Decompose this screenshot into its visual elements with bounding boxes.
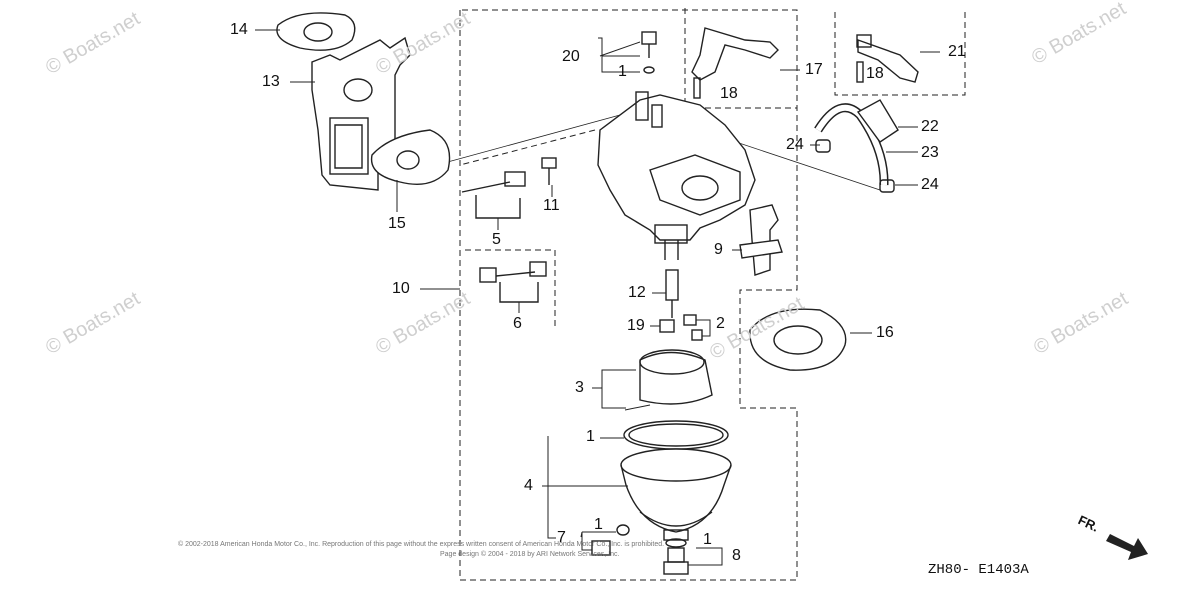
bolt-part-8 [663, 538, 689, 575]
jet-part-2 [691, 329, 703, 341]
jet-part-2 [683, 314, 697, 326]
carburetor-assembly-boundary [459, 8, 966, 581]
callout-18: 18 [720, 85, 738, 102]
carburetor-body [597, 91, 756, 260]
callout-15: 15 [388, 215, 406, 232]
callout-1: 1 [618, 63, 627, 80]
pilot-screw-part-5 [461, 171, 526, 219]
callout-7: 7 [557, 529, 566, 546]
float-bowl-part-4 [620, 448, 732, 541]
callout-8: 8 [732, 547, 741, 564]
callout-10: 10 [392, 280, 410, 297]
gasket-part-15 [370, 129, 451, 185]
copyright-line: © 2002-2018 American Honda Motor Co., In… [178, 541, 665, 548]
callout-4: 4 [524, 477, 533, 494]
callout-11: 11 [543, 197, 560, 214]
o-ring-part-1 [623, 420, 729, 450]
callout-leaders [255, 29, 940, 566]
callout-22: 22 [921, 118, 939, 135]
callout-17: 17 [805, 61, 823, 78]
pin-part-18 [693, 77, 701, 99]
callout-2: 2 [716, 315, 725, 332]
jet-part-19 [659, 319, 675, 333]
screw-part-20 [641, 31, 657, 74]
callout-1: 1 [594, 516, 603, 533]
callout-9: 9 [714, 241, 723, 258]
callout-16: 16 [876, 324, 894, 341]
callout-18: 18 [866, 65, 884, 82]
callout-19: 19 [627, 317, 645, 334]
float-part-3 [624, 349, 713, 411]
tube-part-22 [856, 99, 899, 143]
screw-part-11 [541, 157, 557, 185]
callout-1: 1 [586, 428, 595, 445]
diagram-code: ZH80- E1403A [928, 562, 1029, 578]
front-direction-arrow [1106, 534, 1148, 560]
callout-20: 20 [562, 48, 580, 65]
o-ring-part-1 [628, 423, 724, 447]
callout-24: 24 [921, 176, 939, 193]
gasket-part-16 [749, 308, 847, 371]
callout-23: 23 [921, 144, 939, 161]
gasket-part-14 [276, 12, 356, 51]
callout-14: 14 [230, 21, 248, 38]
copyright-line: Page design © 2004 - 2018 by ARI Network… [440, 551, 620, 558]
callout-1: 1 [703, 531, 712, 548]
main-jet-part-12 [665, 269, 679, 318]
clamp-part-24 [879, 179, 895, 193]
callout-5: 5 [492, 231, 501, 248]
callout-21: 21 [948, 43, 966, 60]
callout-6: 6 [513, 315, 522, 332]
callout-13: 13 [262, 73, 280, 90]
drain-screw-part-7 [591, 524, 630, 556]
screw-set-part-6 [479, 261, 547, 303]
clamp-part-24 [815, 139, 831, 153]
bracket-part-9 [739, 204, 783, 276]
callout-3: 3 [575, 379, 584, 396]
lever-part-21 [856, 34, 919, 83]
choke-lever-part-17 [691, 27, 779, 81]
callout-24: 24 [786, 136, 804, 153]
pin-part-18 [856, 61, 864, 83]
callout-12: 12 [628, 284, 646, 301]
